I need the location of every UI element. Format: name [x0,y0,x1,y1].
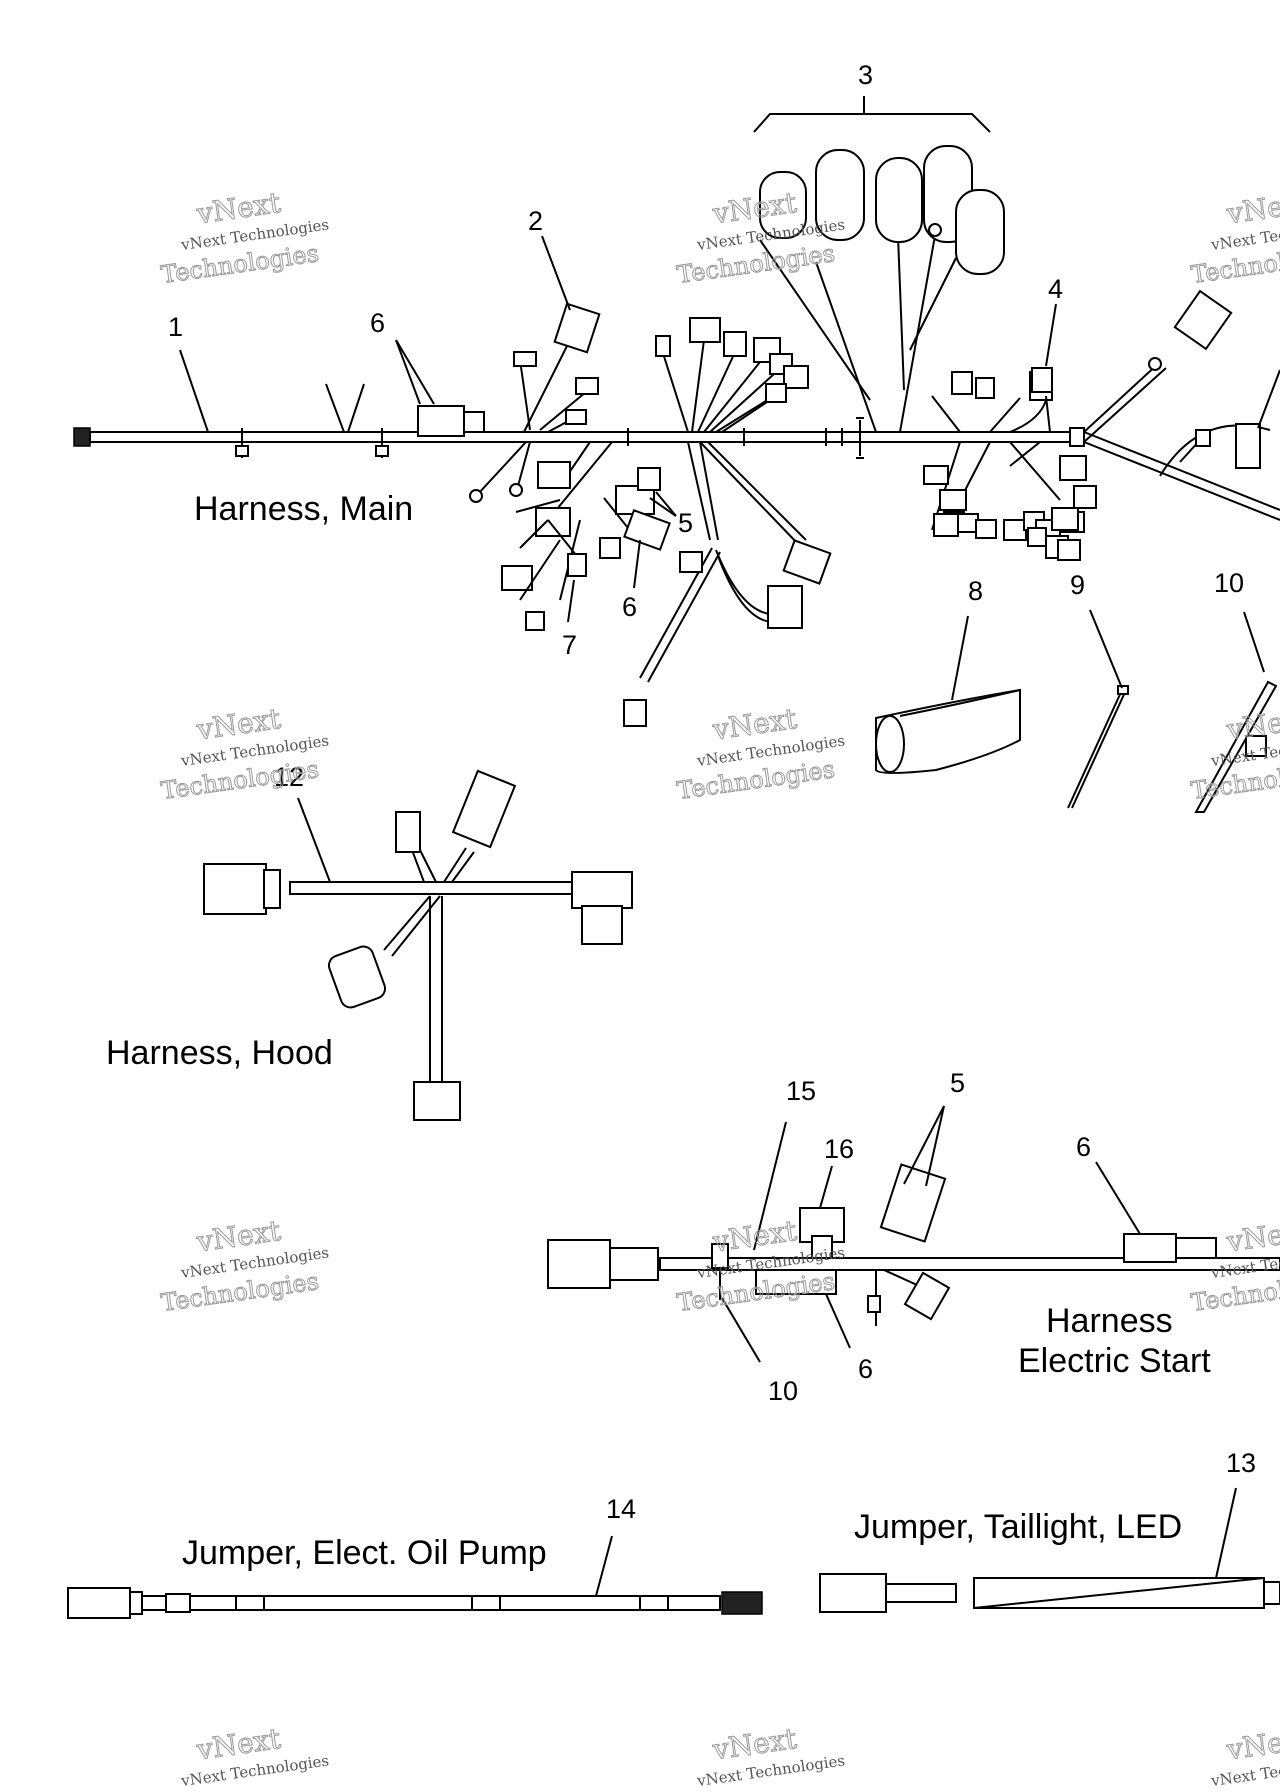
watermark: vNext vNext Technologies Technologies [159,1213,330,1317]
callout-1: 1 [168,312,183,342]
callout-14: 14 [606,1494,636,1524]
watermark: vNext vNext Technologies Technologies [1189,701,1280,805]
callout-9: 9 [1070,570,1085,600]
harness-hood [203,769,633,1121]
callout-es-6b: 6 [858,1354,873,1384]
svg-text:vNext: vNext [1224,702,1280,747]
section-titles: Harness, Main Harness, Hood Harness Elec… [106,490,1211,1572]
title-harness-es-1: Harness [1046,1302,1173,1340]
title-harness-main: Harness, Main [194,490,413,528]
watermark: vNext vNext Technologies [1209,1721,1280,1790]
title-harness-es-2: Electric Start [1018,1342,1211,1380]
svg-text:vNext: vNext [1224,1214,1280,1259]
callout-15: 15 [786,1076,816,1106]
title-harness-hood: Harness, Hood [106,1034,333,1072]
watermark: vNext vNext Technologies Technologies [675,701,846,805]
title-jumper-oil: Jumper, Elect. Oil Pump [182,1534,547,1572]
coil-group [759,145,1005,275]
callout-3: 3 [858,60,873,90]
jumper-taillight [819,1487,1280,1613]
callout-10: 10 [1214,568,1244,598]
watermark: vNext vNext Technologies Technologies [159,701,330,805]
callout-6b: 6 [622,592,637,622]
callout-labels: 1 2 3 4 5 6 6 7 8 9 10 12 15 16 5 6 6 10… [168,60,1256,1524]
watermark: vNext vNext Technologies Technologies [1189,185,1280,289]
watermark: vNext vNext Technologies [179,1721,330,1790]
watermark: vNext vNext Technologies [695,1721,846,1790]
callout-es-6a: 6 [1076,1132,1091,1162]
callout-8: 8 [968,576,983,606]
svg-text:vNext: vNext [1224,186,1280,231]
callout-6a: 6 [370,308,385,338]
watermark: vNext vNext Technologies Technologies [159,185,330,289]
callout-7: 7 [562,630,577,660]
callout-es-5: 5 [950,1068,965,1098]
harness-electric-start [547,1163,1280,1326]
jumper-oil-pump [67,1535,763,1619]
svg-text:vNext: vNext [1224,1722,1280,1767]
callout-4: 4 [1048,274,1063,304]
part-8-sleeve [875,615,1021,774]
callout-13: 13 [1226,1448,1256,1478]
harness-main [73,96,1280,727]
callout-2: 2 [528,206,543,236]
callout-5: 5 [678,508,693,538]
title-jumper-tail: Jumper, Taillight, LED [854,1508,1182,1546]
part-9-cable-tie [1067,609,1129,809]
callout-12: 12 [274,762,304,792]
callout-16: 16 [824,1134,854,1164]
part-10-clip [1194,611,1278,813]
callout-es-10: 10 [768,1376,798,1406]
